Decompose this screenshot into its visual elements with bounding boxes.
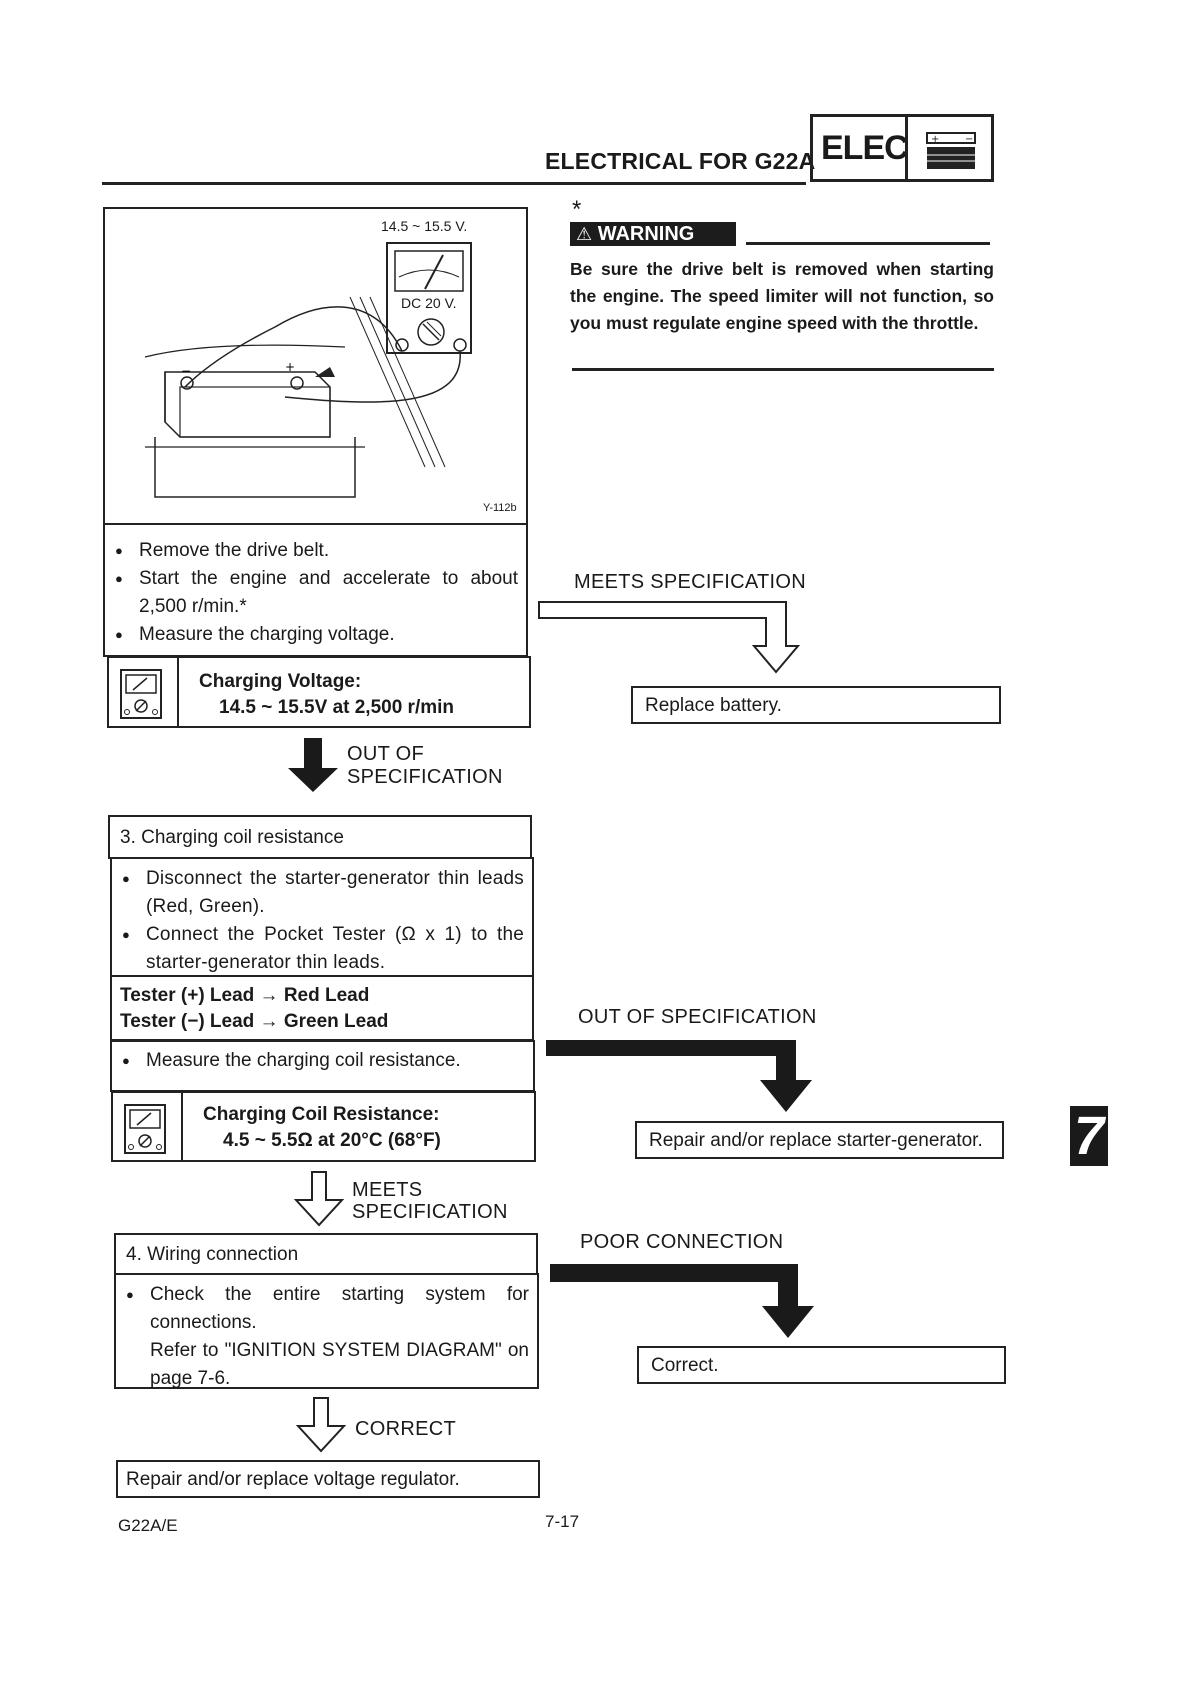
- step3-title: 3. Charging coil resistance: [120, 827, 344, 848]
- elec-badge-label: ELEC: [821, 129, 909, 167]
- voltage-reading-label: 14.5 ~ 15.5 V.: [381, 218, 468, 234]
- solid-arrow-right-down: [546, 1040, 812, 1112]
- step3-instructions: Disconnect the starter-generator thin le…: [110, 857, 534, 977]
- outline-arrow-right-down: [538, 601, 801, 674]
- out-of-spec-label-1b: SPECIFICATION: [347, 766, 503, 788]
- refer-diagram-text: Refer to "IGNITION SYSTEM DIAGRAM" on pa…: [150, 1340, 529, 1389]
- correct-label: CORRECT: [355, 1418, 456, 1440]
- header-rule: [102, 182, 806, 185]
- outline-arrow-down: [296, 1397, 347, 1453]
- list-item: Connect the Pocket Tester (Ω x 1) to the…: [120, 921, 524, 977]
- warning-icon: ⚠: [576, 224, 593, 244]
- list-item: Disconnect the starter-generator thin le…: [120, 865, 524, 921]
- step4-title-box: 4. Wiring connection: [114, 1233, 538, 1275]
- outline-arrow-down: [294, 1171, 345, 1227]
- chapter-tab: 7: [1070, 1106, 1108, 1166]
- multimeter-icon: [120, 669, 162, 719]
- charging-coil-spec: Charging Coil Resistance: 4.5 ~ 5.5Ω at …: [111, 1091, 536, 1162]
- out-of-spec-label-1a: OUT OF: [347, 743, 424, 765]
- step3-title-box: 3. Charging coil resistance: [108, 815, 532, 859]
- lead-connection-2: Tester (−) Lead → Green Lead: [120, 1011, 389, 1032]
- poor-connection-label: POOR CONNECTION: [580, 1231, 784, 1253]
- list-item: Check the entire starting system for con…: [124, 1281, 529, 1337]
- battery-icon: + −: [926, 132, 976, 169]
- warning-label: ⚠ WARNING: [570, 222, 736, 246]
- final-repair-box: Repair and/or replace voltage regulator.: [116, 1460, 540, 1498]
- svg-text:−: −: [181, 364, 191, 378]
- warning-label-text: WARNING: [597, 223, 695, 245]
- figure-id: Y-112b: [483, 502, 517, 514]
- page-title: ELECTRICAL FOR G22A: [545, 148, 816, 174]
- repair-starter-box: Repair and/or replace starter-generator.: [635, 1121, 1004, 1159]
- out-of-spec-label-2: OUT OF SPECIFICATION: [578, 1006, 817, 1028]
- warning-bottom-rule: [572, 368, 994, 371]
- warning-asterisk: *: [572, 196, 582, 223]
- list-item: Start the engine and accelerate to about…: [113, 565, 518, 621]
- list-item: Measure the charging coil resistance.: [120, 1047, 525, 1075]
- solid-arrow-right-down: [550, 1264, 814, 1338]
- tester-leads-box: Tester (+) Lead → Red Lead Tester (−) Le…: [110, 975, 534, 1041]
- meets-spec-label-2a: MEETS: [352, 1179, 423, 1201]
- list-item: Remove the drive belt.: [113, 537, 518, 565]
- step2-instructions: Remove the drive belt. Start the engine …: [103, 523, 528, 657]
- charging-voltage-spec: Charging Voltage: 14.5 ~ 15.5V at 2,500 …: [107, 656, 531, 728]
- replace-battery-box: Replace battery.: [631, 686, 1001, 724]
- measure-resistance-box: Measure the charging coil resistance.: [110, 1040, 535, 1092]
- charging-voltage-figure-panel: 14.5 ~ 15.5 V. − + DC 20 V. Y-112b: [103, 207, 528, 525]
- warning-text: Be sure the drive belt is removed when s…: [570, 259, 994, 333]
- elec-badge: ELEC + −: [810, 114, 994, 182]
- svg-text:+: +: [285, 360, 295, 374]
- spec-title: Charging Voltage:: [199, 671, 362, 692]
- footer-page-number: 7-17: [545, 1512, 580, 1531]
- list-item: Measure the charging voltage.: [113, 621, 518, 649]
- spec-value: 14.5 ~ 15.5V at 2,500 r/min: [219, 697, 455, 718]
- svg-text:+: +: [931, 134, 939, 145]
- step4-instructions: Check the entire starting system for con…: [114, 1273, 539, 1389]
- step4-title: 4. Wiring connection: [126, 1244, 299, 1265]
- spec-value: 4.5 ~ 5.5Ω at 20°C (68°F): [223, 1130, 441, 1151]
- correct-box: Correct.: [637, 1346, 1006, 1384]
- warning-top-rule: [746, 242, 990, 245]
- footer-model: G22A/E: [118, 1516, 178, 1535]
- lead-connection-1: Tester (+) Lead → Red Lead: [120, 985, 370, 1006]
- solid-arrow-down: [288, 738, 338, 792]
- multimeter-icon: [124, 1104, 166, 1154]
- meets-spec-label-2b: SPECIFICATION: [352, 1201, 508, 1223]
- meter-range-label: DC 20 V.: [399, 295, 459, 311]
- spec-title: Charging Coil Resistance:: [203, 1104, 440, 1125]
- chapter-number: 7: [1074, 1106, 1105, 1166]
- battery-tester-illustration: − +: [144, 242, 472, 498]
- svg-text:−: −: [965, 134, 973, 145]
- meets-spec-label-1: MEETS SPECIFICATION: [574, 571, 807, 593]
